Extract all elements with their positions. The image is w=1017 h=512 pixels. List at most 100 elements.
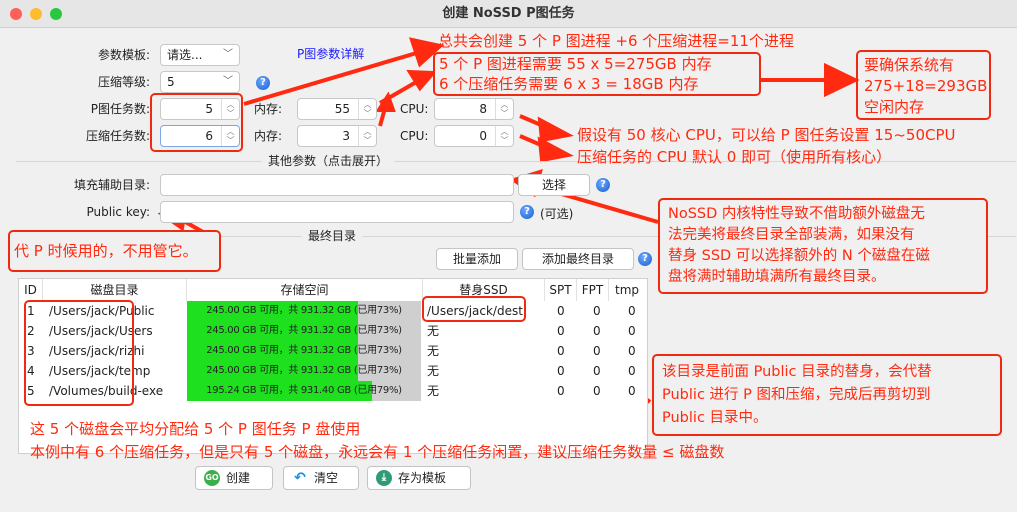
zoom-button[interactable] [50, 8, 62, 20]
plot-tasks-value: 5 [205, 102, 213, 116]
row-id: 2 [27, 324, 35, 338]
compress-cpu-stepper[interactable]: 0︿﹀ [434, 125, 514, 147]
row-dir: /Users/jack/Users [49, 324, 153, 338]
plot-mem-stepper[interactable]: 55 ︿﹀ [297, 98, 377, 120]
plot-cpu-stepper[interactable]: 8︿﹀ [434, 98, 514, 120]
row-tmp: 0 [628, 384, 636, 398]
row-id: 3 [27, 344, 35, 358]
storage-text: 195.24 GB 可用，共 931.40 GB (已用79%) [206, 385, 402, 396]
note-cpu-compress: 压缩任务的 CPU 默认 0 即可（使用所有核心） [577, 148, 892, 166]
public-key-input[interactable] [160, 201, 514, 223]
fill-dir-input[interactable] [160, 174, 514, 196]
row-dir: /Users/jack/rizhi [49, 344, 145, 358]
arrow [243, 50, 421, 106]
optional-label: (可选) [540, 207, 574, 221]
row-dir: /Users/jack/temp [49, 364, 151, 378]
stepper-arrows-icon[interactable]: ︿﹀ [495, 126, 513, 146]
col-fpt[interactable]: FPT [577, 279, 609, 301]
stepper-arrows-icon[interactable]: ︿﹀ [221, 126, 239, 146]
note-line: Public 目录中。 [662, 410, 768, 426]
storage-bar: 195.24 GB 可用，共 931.40 GB (已用79%) [187, 381, 421, 401]
help-icon[interactable]: ? [638, 252, 652, 266]
stepper-arrows-icon[interactable]: ︿﹀ [358, 99, 376, 119]
storage-text: 245.00 GB 可用，共 931.32 GB (已用73%) [206, 345, 402, 356]
compress-tasks-stepper[interactable]: 6︿﹀ [160, 125, 240, 147]
row-ssd: 无 [427, 364, 440, 378]
row-spt: 0 [557, 364, 565, 378]
compress-mem-stepper[interactable]: 3︿﹀ [297, 125, 377, 147]
storage-bar: 245.00 GB 可用，共 931.32 GB (已用73%) [187, 341, 421, 361]
table-row[interactable]: 4 /Users/jack/temp 245.00 GB 可用，共 931.32… [19, 361, 647, 381]
compress-tasks-label: 压缩任务数: [85, 129, 150, 143]
divider [16, 236, 1016, 237]
table-row[interactable]: 1 /Users/jack/Public 245.00 GB 可用，共 931.… [19, 301, 647, 321]
fill-dir-label: 填充辅助目录: [73, 178, 150, 192]
batch-add-button[interactable]: 批量添加 [436, 248, 518, 270]
final-dir-title: 最终目录 [302, 228, 363, 244]
table-row[interactable]: 5 /Volumes/build-exe 195.24 GB 可用，共 931.… [19, 381, 647, 401]
compress-level-value: 5 [167, 75, 175, 89]
stepper-arrows-icon[interactable]: ︿﹀ [495, 99, 513, 119]
close-button[interactable] [10, 8, 22, 20]
row-ssd: 无 [427, 324, 440, 338]
note-mem-plot: 5 个 P 图进程需要 55 x 5=275GB 内存 [439, 55, 712, 73]
template-select[interactable]: 请选...﹀ [160, 44, 240, 66]
note-line: 替身 SSD 可以选择额外的 N 个磁盘在磁 [668, 248, 930, 264]
col-tmp[interactable]: tmp [614, 283, 639, 297]
storage-bar-fill [187, 341, 358, 361]
col-ssd[interactable]: 替身SSD [423, 279, 545, 301]
note-line: 法完美将最终目录全部装满，如果没有 [668, 227, 915, 243]
col-spt[interactable]: SPT [545, 279, 577, 301]
note-line: 要确保系统有 [864, 56, 955, 74]
minimize-button[interactable] [30, 8, 42, 20]
stepper-arrows-icon[interactable]: ︿﹀ [221, 99, 239, 119]
template-value: 请选... [167, 48, 203, 62]
select-button[interactable]: 选择 [518, 174, 590, 196]
help-icon[interactable]: ? [520, 205, 534, 219]
note-disks-allocation: 这 5 个磁盘会平均分配给 5 个 P 图任务 P 盘使用 [30, 420, 361, 438]
storage-bar-fill [187, 301, 358, 321]
row-spt: 0 [557, 304, 565, 318]
help-icon[interactable]: ? [596, 178, 610, 192]
note-disks-compress: 本例中有 6 个压缩任务，但是只有 5 个磁盘，永远会有 1 个压缩任务闲置，建… [30, 443, 725, 461]
save-template-button[interactable]: ⤓存为模板 [367, 466, 471, 490]
note-line: 该目录是前面 Public 目录的替身，会代替 [662, 364, 932, 380]
stepper-arrows-icon[interactable]: ︿﹀ [358, 126, 376, 146]
help-icon[interactable]: ? [256, 76, 270, 90]
col-dir[interactable]: 磁盘目录 [43, 279, 187, 301]
params-link[interactable]: P图参数详解 [297, 47, 365, 61]
storage-bar-fill [187, 381, 372, 401]
highlight-task-counts [150, 93, 243, 152]
chevron-down-icon: ﹀ [223, 76, 233, 87]
compress-level-select[interactable]: 5﹀ [160, 71, 240, 93]
arrow-head [375, 91, 396, 112]
divider [16, 161, 1016, 162]
col-space[interactable]: 存储空间 [187, 279, 423, 301]
clear-button[interactable]: ↶清空 [283, 466, 359, 490]
storage-bar-fill [187, 321, 358, 341]
plot-cpu-label: CPU: [400, 102, 429, 116]
compress-cpu-label: CPU: [400, 129, 429, 143]
row-ssd: /Users/jack/dest [427, 304, 523, 318]
other-params-toggle[interactable]: 其他参数（点击展开） [262, 153, 395, 169]
table-row[interactable]: 2 /Users/jack/Users 245.00 GB 可用，共 931.3… [19, 321, 647, 341]
compress-mem-label: 内存: [254, 129, 283, 143]
highlight-disk-dirs [24, 300, 134, 406]
note-line: 盘将满时辅助填满所有最终目录。 [668, 269, 886, 285]
row-dir: /Users/jack/Public [49, 304, 155, 318]
row-id: 1 [27, 304, 35, 318]
row-ssd: 无 [427, 384, 440, 398]
add-final-dir-button[interactable]: 添加最终目录 [522, 248, 634, 270]
storage-bar: 245.00 GB 可用，共 931.32 GB (已用73%) [187, 321, 421, 341]
plot-mem-value: 55 [334, 102, 350, 116]
plot-tasks-stepper[interactable]: 5 ︿﹀ [160, 98, 240, 120]
arrow-head [537, 116, 574, 143]
go-icon: GO [204, 470, 220, 486]
col-id[interactable]: ID [19, 279, 43, 301]
row-fpt: 0 [593, 304, 601, 318]
row-fpt: 0 [593, 324, 601, 338]
storage-text: 245.00 GB 可用，共 931.32 GB (已用73%) [206, 305, 402, 316]
table-row[interactable]: 3 /Users/jack/rizhi 245.00 GB 可用，共 931.3… [19, 341, 647, 361]
note-ssd: 该目录是前面 Public 目录的替身，会代替 Public 进行 P 图和压缩… [652, 354, 1002, 436]
